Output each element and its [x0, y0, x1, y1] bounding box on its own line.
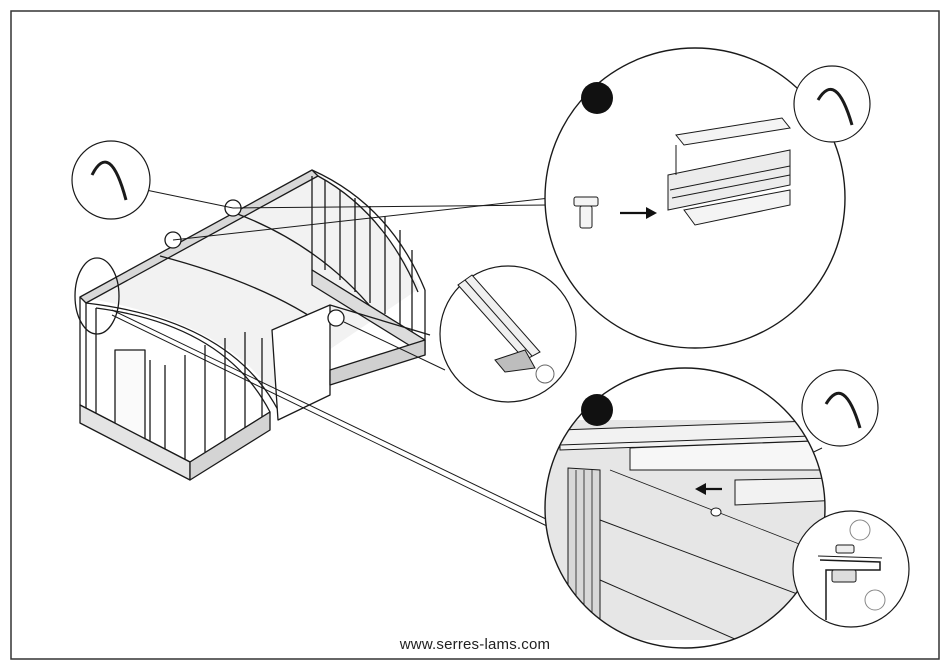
- greenhouse-illustration: [75, 170, 430, 480]
- detail-step-1: [545, 48, 870, 348]
- step-marker-2: [581, 394, 613, 426]
- detail-step-2: [540, 368, 909, 650]
- step-marker-1: [581, 82, 613, 114]
- detail-rail-closeup: [440, 266, 576, 402]
- clip-tool-callout-left: [72, 141, 150, 219]
- footer-url[interactable]: www.serres-lams.com: [0, 636, 950, 653]
